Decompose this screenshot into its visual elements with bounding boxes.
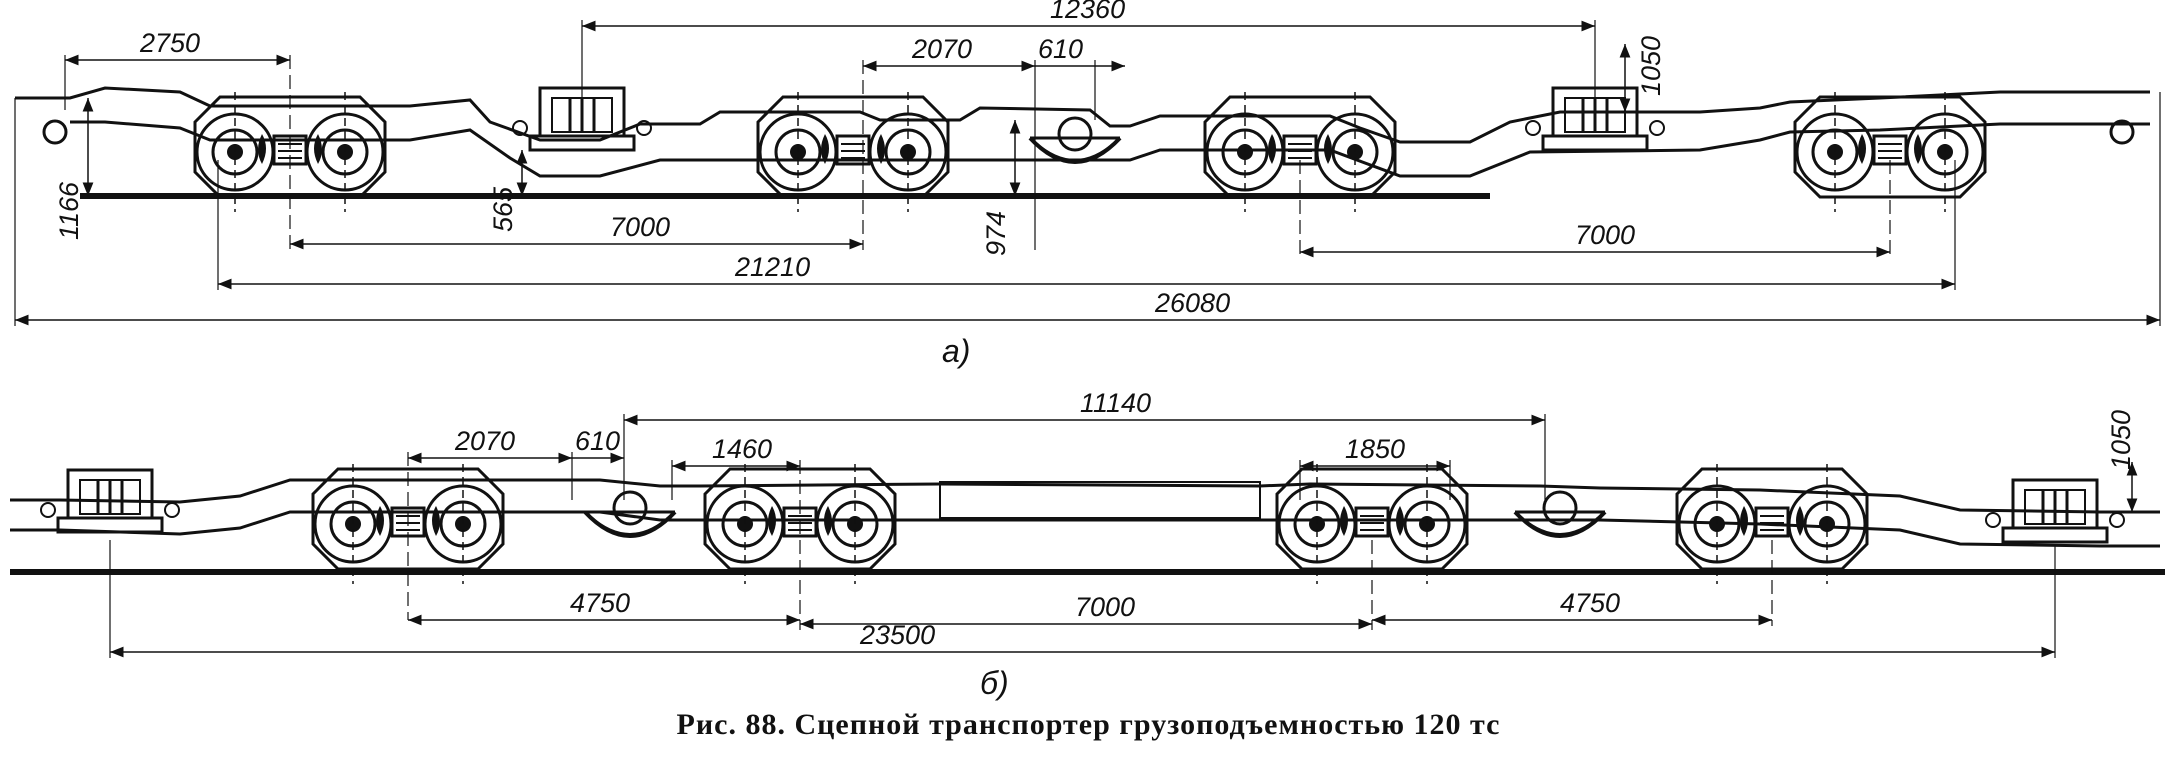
dim-b-11140: 11140: [1080, 388, 1151, 418]
drawing-b: [10, 462, 2165, 586]
dim-a-21210: 21210: [734, 252, 810, 282]
dim-b-1050: 1050: [2106, 410, 2136, 470]
dim-a-1050: 1050: [1636, 36, 1666, 96]
dim-b-1460: 1460: [712, 434, 772, 464]
dim-b-7000: 7000: [1075, 592, 1135, 622]
drawing-a: [15, 86, 2150, 214]
frame-b: [10, 478, 2160, 514]
dim-b-4750-right: 4750: [1560, 588, 1620, 618]
dim-a-7000-right: 7000: [1575, 220, 1635, 250]
dimensions-b: 11140 2070 610 1460 1850 1050 4750 7000 …: [109, 388, 2138, 658]
dim-a-12360: 12360: [1050, 0, 1125, 24]
dim-a-1166: 1166: [54, 181, 84, 240]
dim-a-2070: 2070: [911, 34, 972, 64]
dim-b-23500: 23500: [859, 620, 935, 650]
dim-a-2750: 2750: [139, 28, 200, 58]
dim-a-26080: 26080: [1154, 288, 1230, 318]
dim-a-565: 565: [488, 186, 518, 232]
drawing-a-label: а): [942, 333, 970, 369]
dim-a-7000-left: 7000: [610, 212, 670, 242]
dim-b-610: 610: [575, 426, 620, 456]
drawing-b-label: б): [980, 665, 1009, 701]
figure-caption: Рис. 88. Сцепной транспортер грузоподъем…: [676, 708, 1501, 741]
frame-a: [15, 86, 2150, 144]
dim-a-610: 610: [1038, 34, 1083, 64]
dim-b-1850: 1850: [1345, 434, 1405, 464]
dim-b-4750-left: 4750: [570, 588, 630, 618]
dim-b-2070: 2070: [454, 426, 515, 456]
dimensions-a: 2750 12360 2070 610 1050 1166 565 974 70…: [14, 0, 2161, 326]
dim-a-974: 974: [981, 211, 1011, 256]
